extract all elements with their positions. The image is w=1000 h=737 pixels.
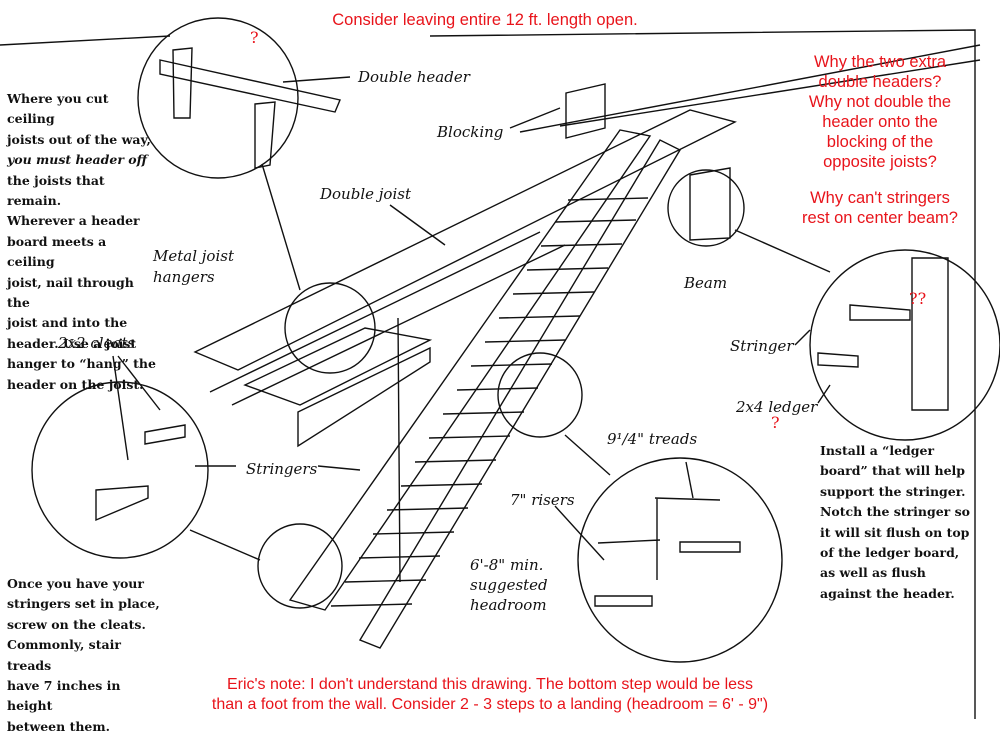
comment-line: rest on center beam? xyxy=(802,209,958,227)
note-line: between them. xyxy=(7,718,110,734)
question-mark-beam: ?? xyxy=(909,289,926,308)
ceiling-joist xyxy=(297,346,431,448)
stringer-right xyxy=(358,139,681,649)
note-line: Where you cut ceiling xyxy=(7,91,109,127)
comment-line: Eric's note: I don't understand this dra… xyxy=(226,676,754,693)
comment-bottom: Eric's note: I don't understand this dra… xyxy=(130,675,850,715)
label-metal-hangers-2: hangers xyxy=(153,268,215,286)
label-headroom-2: suggested xyxy=(470,576,548,594)
ceiling-joist xyxy=(519,44,981,133)
note-line: screw on the cleats. xyxy=(7,616,146,632)
cleat-board xyxy=(95,424,186,522)
note-line: hanger to “hang” the xyxy=(7,356,156,372)
label-risers: 7" risers xyxy=(510,491,575,509)
note-line: of the ledger board, xyxy=(820,545,960,561)
note-ledger: Install a “ledger board” that will help … xyxy=(820,441,985,604)
beam xyxy=(689,167,731,241)
label-double-header: Double header xyxy=(357,68,471,86)
comment-line: Why can't stringers xyxy=(810,189,950,207)
note-line: Install a “ledger xyxy=(820,443,935,458)
question-mark-top: ? xyxy=(250,28,259,47)
page-border xyxy=(0,29,976,719)
comment-line: blocking of the xyxy=(826,133,934,151)
question-mark-ledger: ? xyxy=(771,413,780,432)
detail-circle-treads xyxy=(577,457,783,663)
detail-circle-cleats xyxy=(257,523,343,609)
label-headroom-3: headroom xyxy=(470,596,547,614)
leader-stringers xyxy=(195,465,361,471)
header-board xyxy=(159,59,341,113)
note-line: you must header off xyxy=(7,152,147,168)
detail-circle-cleat-zoom xyxy=(31,381,209,559)
note-line: the joists that remain. xyxy=(7,172,105,209)
note-line: Once you have your xyxy=(7,576,144,591)
comment-line: than a foot from the wall. Consider 2 - … xyxy=(211,696,769,713)
leader-blocking xyxy=(509,107,561,129)
ledger-post xyxy=(911,257,949,411)
comment-line: Why the two extra xyxy=(813,53,947,71)
detail-circle-joist xyxy=(284,282,376,374)
comment-right-q1: Why the two extra double headers? Why no… xyxy=(790,52,970,172)
stringer-left xyxy=(288,129,652,611)
label-cleats: 2x2 cleats xyxy=(57,334,135,352)
note-line: joist, nail through the xyxy=(7,274,134,311)
leader-double-joist xyxy=(389,204,446,246)
note-line: stringers set in place, xyxy=(7,596,160,612)
note-cleats: Once you have your stringers set in plac… xyxy=(7,574,167,737)
comment-top: Consider leaving entire 12 ft. length op… xyxy=(332,11,638,29)
blocking xyxy=(565,83,606,139)
detail-circle-ledger xyxy=(809,249,1000,441)
label-stringers: Stringers xyxy=(246,460,318,478)
tread-dimension xyxy=(597,497,721,580)
note-line: against the header. xyxy=(820,585,955,601)
label-metal-hangers-1: Metal joist xyxy=(152,247,235,265)
detail-circle-header xyxy=(137,17,299,179)
label-blocking: Blocking xyxy=(436,123,503,141)
label-double-joist: Double joist xyxy=(319,185,412,203)
note-line: board” that will help xyxy=(820,463,966,479)
leader-stringer xyxy=(794,329,811,346)
comment-right-q2: Why can't stringers rest on center beam? xyxy=(780,188,980,228)
note-line: it will sit flush on top xyxy=(820,524,970,540)
note-line: Commonly, stair treads xyxy=(7,637,121,673)
comment-line: double headers? xyxy=(818,73,942,91)
note-line: header. Use a joist xyxy=(7,335,137,351)
detail-circle-stringer xyxy=(497,352,583,438)
note-line: joists out of the way, xyxy=(7,131,151,147)
leader-cleats xyxy=(112,355,161,461)
note-line: have 7 inches in height xyxy=(7,678,121,714)
stair-diagram: Double header Blocking Double joist Meta… xyxy=(0,17,1000,719)
ceiling-joist xyxy=(193,109,737,371)
note-line: joist and into the xyxy=(7,315,128,331)
label-ledger: 2x4 ledger xyxy=(735,398,818,416)
leader-risers xyxy=(554,505,605,561)
leader-treads xyxy=(685,461,694,499)
label-beam: Beam xyxy=(683,274,727,292)
note-line: as well as flush xyxy=(820,565,926,581)
connector xyxy=(189,163,831,583)
note-line: header on the joist. xyxy=(7,376,144,392)
label-headroom-1: 6'-8" min. xyxy=(470,556,543,574)
note-line: support the stringer. xyxy=(820,483,966,499)
leader-double-header xyxy=(282,76,351,83)
metal-joist-hanger xyxy=(172,47,276,169)
comment-line: header onto the xyxy=(822,113,938,131)
comment-line: opposite joists? xyxy=(823,153,937,171)
comment-line: Why not double the xyxy=(808,93,952,111)
note-line: Wherever a header xyxy=(7,213,140,229)
stair-treads xyxy=(330,197,649,607)
tread-board xyxy=(594,541,741,607)
note-line: board meets a ceiling xyxy=(7,233,107,270)
ceiling-joist xyxy=(243,327,433,406)
label-stringer: Stringer xyxy=(730,337,794,355)
note-line: Notch the stringer so xyxy=(820,504,970,520)
note-header-off: Where you cut ceiling joists out of the … xyxy=(7,89,157,395)
detail-circle-beam xyxy=(667,169,745,247)
ledger-board xyxy=(817,304,911,368)
leader-ledger xyxy=(817,384,831,404)
label-treads: 9¹/4" treads xyxy=(607,430,697,448)
